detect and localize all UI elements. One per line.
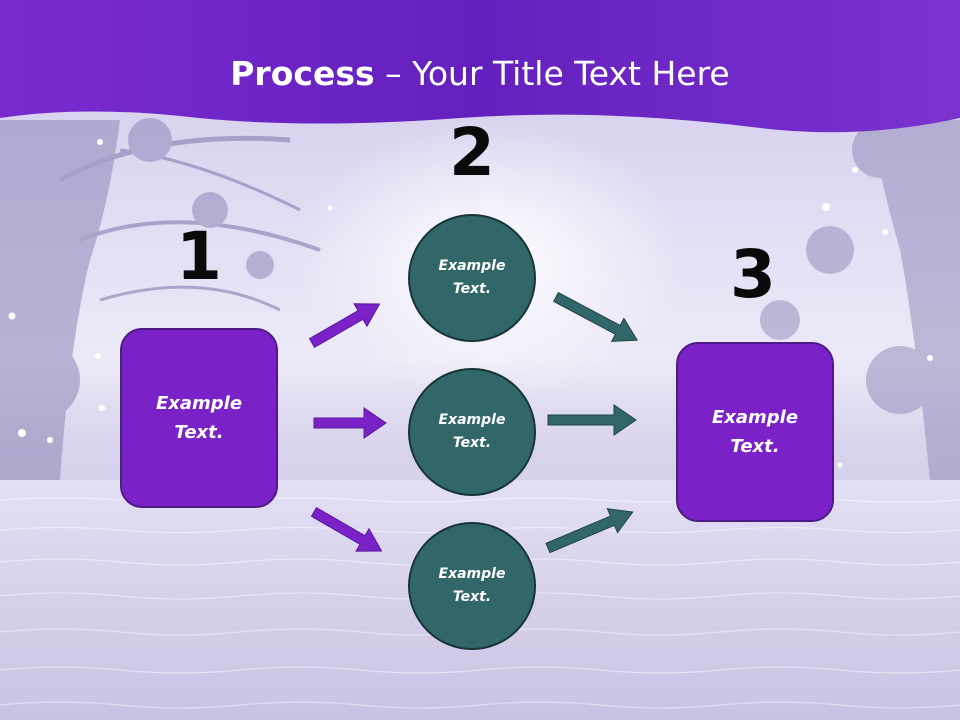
right-tree [760,120,960,480]
step-3-box: Example Text. [676,342,834,522]
step-number-3: 3 [730,236,776,313]
arrow-teal-down [552,291,639,342]
title-bold: Process [230,54,375,93]
arrow-purple-down [310,506,383,552]
title-rest: – Your Title Text Here [374,54,730,93]
slide-title: Process – Your Title Text Here [0,52,960,96]
left-tree [0,118,321,480]
step-2-circle-top: Example Text. [408,214,536,342]
step-2-circle-top-text: Example Text. [438,258,506,297]
step-1-box-text: Example Text. [155,393,243,443]
step-2-circle-middle: Example Text. [408,368,536,496]
step-2-circle-bottom-text: Example Text. [438,566,506,605]
step-1-box: Example Text. [120,328,278,508]
arrow-purple-up [308,303,381,349]
step-3-box-text: Example Text. [711,407,799,457]
step-number-2: 2 [449,114,495,191]
header-banner [0,0,960,133]
step-2-circle-bottom: Example Text. [408,522,536,650]
arrow-teal-straight [547,404,637,436]
sparkles [8,139,933,468]
step-number-1: 1 [176,218,222,295]
arrow-teal-up [545,508,634,554]
arrow-purple-straight [313,407,387,439]
step-2-circle-middle-text: Example Text. [438,412,506,451]
